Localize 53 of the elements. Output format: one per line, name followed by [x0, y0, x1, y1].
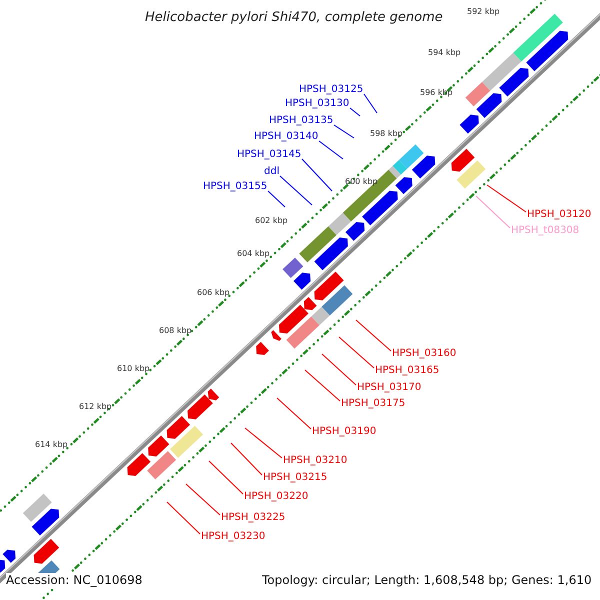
position-label: 598 kbp: [370, 128, 403, 140]
gene-label: HPSH_03135: [269, 115, 334, 127]
position-label: 606 kbp: [197, 288, 230, 298]
leader-line: [244, 428, 282, 458]
info-text: Accession: NC_010698: [6, 573, 142, 589]
position-label: 608 kbp: [159, 326, 192, 336]
gene-label: HPSH_03130: [285, 98, 350, 110]
gene-label: HPSH_03215: [263, 472, 328, 484]
leader-line: [280, 176, 312, 206]
gene-label: HPSH_03120: [527, 209, 592, 221]
leader-line: [186, 484, 220, 516]
leader-line: [208, 460, 244, 494]
gene-label: HPSH_03230: [201, 531, 266, 543]
leader-line: [166, 502, 200, 534]
position-label: 612 kbp: [79, 402, 112, 412]
gene-label: HPSH_03190: [312, 426, 376, 438]
leader-line: [364, 94, 378, 114]
gene-label: HPSH_03160: [392, 348, 456, 360]
position-label: 600 kbp: [345, 176, 378, 188]
gene-label: ddl: [264, 166, 280, 178]
leader-line: [322, 354, 356, 386]
position-label: 594 kbp: [428, 48, 461, 58]
info-text: Topology: circular; Length: 1,608,548 bp; Genes: 1,610: [262, 573, 592, 589]
position-label: 610 kbp: [117, 364, 150, 374]
leader-line: [338, 336, 374, 368]
leader-line: [302, 158, 332, 192]
gene-label: HPSH_03225: [221, 512, 286, 524]
gene-label: HPSH_03170: [357, 382, 422, 394]
leader-line: [356, 320, 392, 352]
leader-line: [276, 398, 312, 430]
gene-label: HPSH_03155: [203, 181, 268, 193]
gene-label: HPSH_03210: [283, 455, 348, 467]
map-title: Helicobacter pylori Shi470, complete genome: [145, 10, 443, 25]
gene-label: HPSH_03165: [375, 365, 440, 377]
position-label: 614 kbp: [35, 440, 68, 450]
leader-line: [476, 196, 510, 228]
gene-label: HPSH_03140: [254, 131, 318, 143]
position-label: 592 kbp: [467, 6, 500, 18]
gene-label: HPSH_03145: [237, 149, 302, 161]
gene-label: HPSH_03175: [341, 398, 406, 410]
gene-label: HPSH_t08308: [511, 225, 580, 237]
leader-line: [268, 190, 286, 208]
leader-line: [486, 184, 526, 212]
gene-label: HPSH_03220: [244, 491, 308, 503]
leader-line: [334, 124, 354, 138]
leader-line: [230, 442, 262, 476]
leader-line: [304, 370, 340, 402]
position-label: 596 kbp: [420, 88, 453, 98]
gene-label: HPSH_03125: [299, 84, 364, 96]
leader-line: [350, 108, 360, 116]
position-label: 604 kbp: [237, 248, 270, 260]
position-label: 602 kbp: [255, 216, 288, 226]
leader-line: [318, 140, 344, 160]
